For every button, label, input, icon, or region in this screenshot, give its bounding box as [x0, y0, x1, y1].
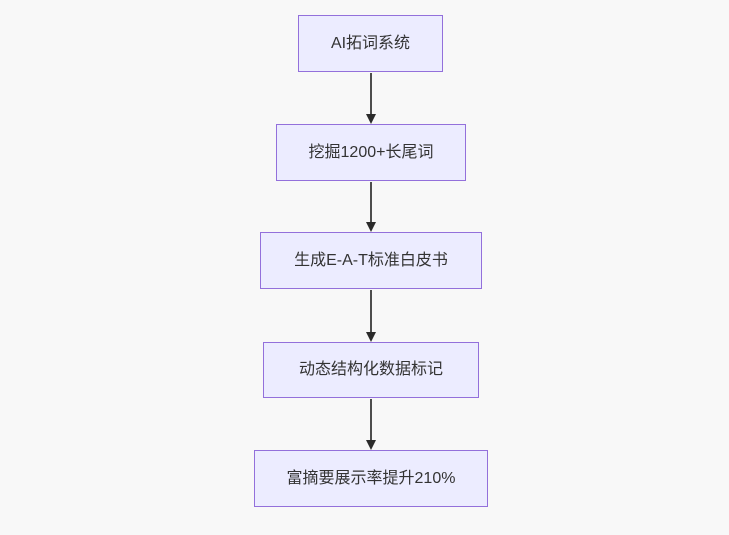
- flow-edge-b-to-c: [366, 182, 376, 232]
- arrowhead-down-icon: [366, 440, 376, 450]
- edge-line: [370, 290, 372, 332]
- flow-node-label: 挖掘1200+长尾词: [308, 143, 434, 161]
- flow-edge-d-to-e: [366, 399, 376, 450]
- arrowhead-down-icon: [366, 114, 376, 124]
- flow-node-generate-eat-whitepaper: 生成E-A-T标准白皮书: [260, 232, 482, 289]
- flow-node-label: AI拓词系统: [330, 34, 411, 52]
- flow-node-ai-word-expansion-system: AI拓词系统: [298, 15, 443, 72]
- flow-node-rich-snippet-rate-increase: 富摘要展示率提升210%: [254, 450, 488, 507]
- edge-line: [370, 399, 372, 440]
- flow-edge-c-to-d: [366, 290, 376, 342]
- edge-line: [370, 73, 372, 114]
- flow-node-dynamic-structured-data-markup: 动态结构化数据标记: [263, 342, 479, 398]
- flow-node-label: 动态结构化数据标记: [298, 361, 443, 379]
- flow-node-mine-longtail-keywords: 挖掘1200+长尾词: [276, 124, 466, 181]
- arrowhead-down-icon: [366, 332, 376, 342]
- arrowhead-down-icon: [366, 222, 376, 232]
- flow-edge-a-to-b: [366, 73, 376, 124]
- flow-node-label: 富摘要展示率提升210%: [286, 469, 456, 487]
- flow-node-label: 生成E-A-T标准白皮书: [294, 251, 448, 269]
- edge-line: [370, 182, 372, 222]
